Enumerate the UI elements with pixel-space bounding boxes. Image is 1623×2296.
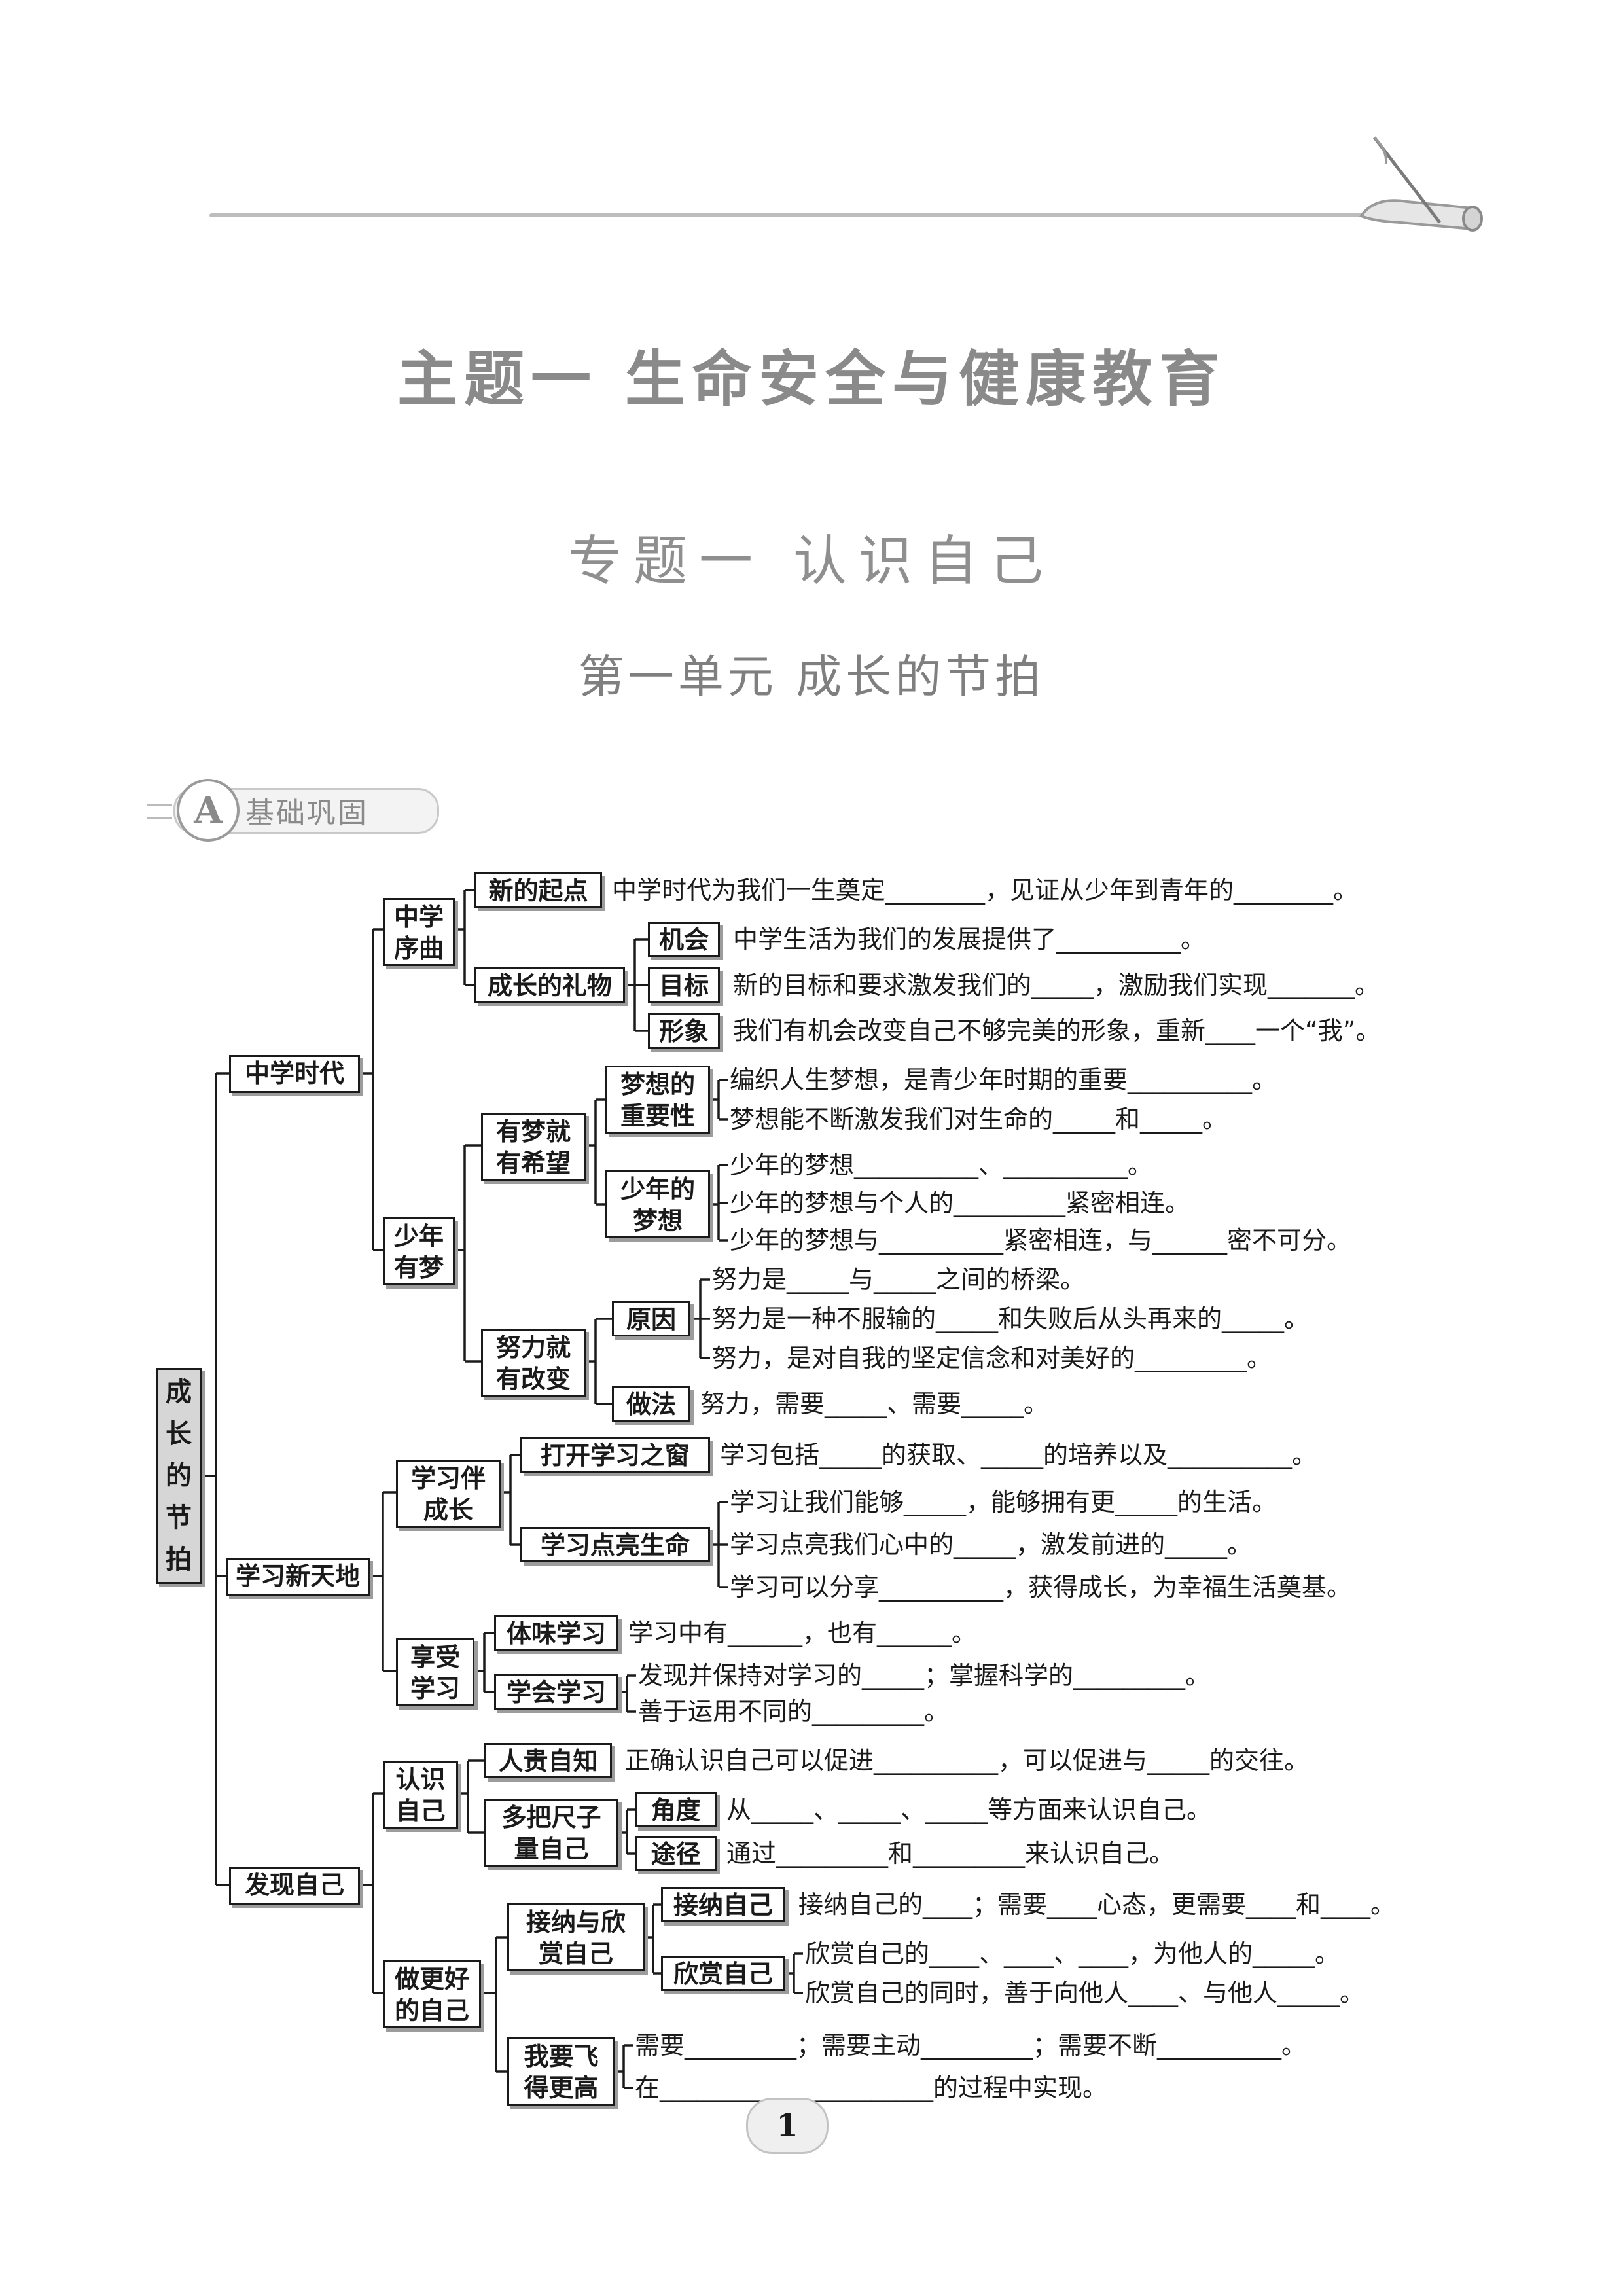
- text-dianliang-2: 学习点亮我们心中的_____，激发前进的_____。: [730, 1530, 1253, 1559]
- text-jihui: 中学生活为我们的发展提供了__________。: [733, 925, 1206, 954]
- node-renshi-ziji: 认识自己: [383, 1761, 458, 1829]
- header-rule: [209, 213, 1374, 217]
- text-jiena: 接纳自己的____；需要____心态，更需要____和____。: [798, 1890, 1396, 1919]
- text-qidian: 中学时代为我们一生奠定________，见证从少年到青年的________。: [612, 876, 1359, 905]
- text-dianliang-1: 学习让我们能够_____，能够拥有更_____的生活。: [730, 1488, 1277, 1516]
- node-xuexi-ban-chengzhang: 学习伴成长: [396, 1460, 501, 1528]
- text-dianliang-3: 学习可以分享__________，获得成长，为幸福生活奠基。: [730, 1573, 1352, 1602]
- text-fei-1: 需要_________；需要主动_________；需要不断__________…: [635, 2031, 1307, 2060]
- text-xuehui-1: 发现并保持对学习的_____；掌握科学的_________。: [638, 1661, 1211, 1690]
- node-xuehui-xuexi: 学会学习: [494, 1674, 618, 1710]
- node-zhongxue-shidai: 中学时代: [229, 1055, 360, 1093]
- node-tujing: 途径: [635, 1836, 717, 1871]
- node-dakai-xuexi-zhichuang: 打开学习之窗: [520, 1437, 710, 1473]
- node-woyao-fei-genggao: 我要飞得更高: [507, 2037, 615, 2106]
- page-number: 1: [746, 2098, 829, 2154]
- text-shaonian-3: 少年的梦想与__________紧密相连，与______密不可分。: [730, 1226, 1352, 1255]
- node-jiena-ziji: 接纳自己: [661, 1887, 785, 1922]
- node-xiangshou-xuexi: 享受学习: [396, 1638, 474, 1706]
- text-mengxiang-2: 梦想能不断激发我们对生命的_____和_____。: [730, 1105, 1228, 1134]
- text-tujing: 通过_________和_________来认识自己。: [726, 1839, 1175, 1868]
- node-yuanyin: 原因: [612, 1301, 690, 1336]
- text-shaonian-1: 少年的梦想__________、__________。: [730, 1151, 1153, 1179]
- node-youmeng-youxiwang: 有梦就有希望: [481, 1113, 586, 1181]
- badge-lines: [147, 804, 172, 819]
- theme-title: 主题一 生命安全与健康教育: [397, 344, 1226, 414]
- node-tiwei-xuexi: 体味学习: [494, 1615, 618, 1651]
- node-zuofa: 做法: [612, 1386, 690, 1422]
- text-xinshang-2: 欣赏自己的同时，善于向他人____、与他人_____。: [805, 1979, 1365, 2007]
- node-xuexi-dianliang-shengming: 学习点亮生命: [520, 1527, 710, 1562]
- node-rengui-zizhi: 人贵自知: [484, 1743, 612, 1778]
- root-node: 成长的节拍: [156, 1368, 202, 1584]
- text-zuofa: 努力，需要_____、需要_____。: [700, 1390, 1049, 1418]
- text-xingxiang: 我们有机会改变自己不够完美的形象，重新____一个“我”。: [733, 1016, 1381, 1045]
- unit-title: 第一单元 成长的节拍: [578, 650, 1045, 704]
- text-yuanyin-2: 努力是一种不服输的_____和失败后从头再来的_____。: [712, 1304, 1310, 1333]
- node-shaonian-youmeng: 少年有梦: [383, 1217, 455, 1285]
- node-jihui: 机会: [648, 922, 720, 957]
- section-letter: A: [177, 779, 240, 842]
- text-mengxiang-1: 编织人生梦想，是青少年时期的重要__________。: [730, 1066, 1277, 1094]
- node-shaonian-mengxiang: 少年的梦想: [605, 1170, 710, 1238]
- text-tiwei: 学习中有______，也有______。: [628, 1619, 977, 1647]
- text-yuanyin-1: 努力是_____与_____之间的桥梁。: [712, 1265, 1086, 1294]
- text-jiaodu: 从_____、_____、_____等方面来认识自己。: [726, 1795, 1212, 1824]
- node-zuo-genghao-ziji: 做更好的自己: [383, 1960, 481, 2028]
- topic-title: 专题一 认识自己: [567, 530, 1056, 592]
- text-yuanyin-3: 努力，是对自我的坚定信念和对美好的_________。: [712, 1344, 1272, 1372]
- node-xuexi-xintiandi: 学习新天地: [226, 1558, 370, 1596]
- node-jiaodu: 角度: [635, 1792, 717, 1827]
- node-duoba-chizi: 多把尺子量自己: [484, 1799, 618, 1867]
- node-faxian-ziji: 发现自己: [229, 1867, 360, 1905]
- node-xingxiang: 形象: [648, 1013, 720, 1049]
- section-label: 基础巩固: [245, 797, 368, 830]
- node-xinshang-ziji: 欣赏自己: [661, 1956, 785, 1991]
- node-chengzhang-liwu: 成长的礼物: [474, 967, 625, 1003]
- node-zhongxue-xuqu: 中学序曲: [383, 898, 455, 966]
- text-mubiao: 新的目标和要求激发我们的_____，激励我们实现_______。: [733, 971, 1380, 999]
- text-xuehui-2: 善于运用不同的_________。: [638, 1697, 950, 1726]
- node-nuli-yougaibian: 努力就有改变: [481, 1329, 586, 1397]
- text-zizhi: 正确认识自己可以促进__________，可以促进与_____的交往。: [625, 1746, 1310, 1775]
- text-shaonian-2: 少年的梦想与个人的_________紧密相连。: [730, 1189, 1190, 1217]
- node-mengxiang-zhongyaoxing: 梦想的重要性: [605, 1066, 710, 1134]
- section-badge: A 基础巩固: [147, 779, 439, 842]
- node-mubiao: 目标: [648, 967, 720, 1003]
- text-chuang: 学习包括_____的获取、_____的培养以及__________。: [720, 1441, 1317, 1469]
- node-jiena-xinshang-ziji: 接纳与欣赏自己: [507, 1903, 645, 1971]
- text-fei-2: 在______________________的过程中实现。: [635, 2073, 1108, 2102]
- text-xinshang-1: 欣赏自己的____、____、____，为他人的_____。: [805, 1939, 1340, 1968]
- scroll-quill-icon: [1359, 136, 1483, 232]
- node-xinde-qidian: 新的起点: [474, 872, 602, 908]
